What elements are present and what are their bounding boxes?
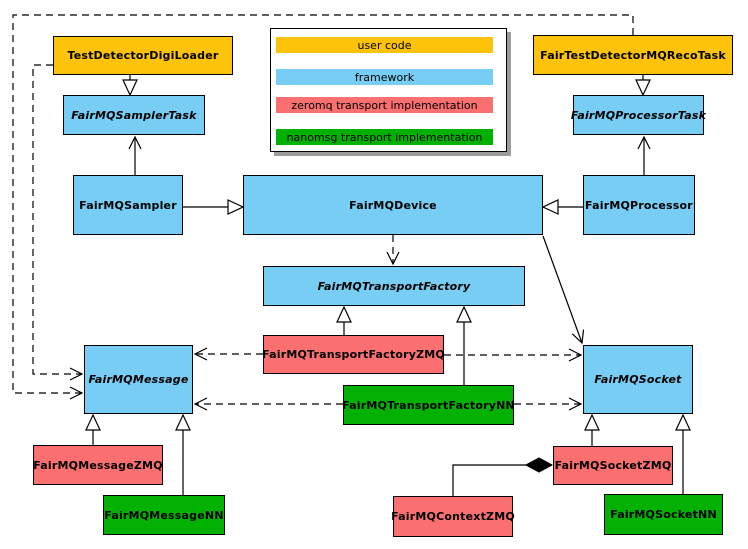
node-fair-mq-transport-factory-nn: FairMQTransportFactoryNN [342,385,515,425]
legend-item-zeromq: zeromq transport implementation [276,97,493,113]
legend-item-user-code: user code [276,37,493,53]
legend: user code framework zeromq transport imp… [270,28,507,152]
node-fair-mq-processor-task: FairMQProcessorTask [571,95,706,135]
node-fair-mq-device: FairMQDevice [243,175,543,235]
node-fair-mq-sampler-task: FairMQSamplerTask [63,95,205,135]
legend-item-framework: framework [276,69,493,85]
node-fair-mq-socket: FairMQSocket [583,345,693,414]
node-fair-mq-transport-factory: FairMQTransportFactory [263,266,525,306]
node-fair-mq-socket-nn: FairMQSocketNN [604,494,723,535]
node-fair-mq-message-nn: FairMQMessageNN [103,495,225,535]
node-fair-mq-transport-factory-zmq: FairMQTransportFactoryZMQ [262,335,445,374]
node-fair-mq-context-zmq: FairMQContextZMQ [391,496,515,537]
node-fair-mq-processor: FairMQProcessor [583,175,695,235]
node-fair-mq-message: FairMQMessage [84,345,193,414]
edge-contextzmq-composed-in-socketzmq [452,457,554,496]
edge-device-uses-socket [542,235,585,345]
node-fair-mq-message-zmq: FairMQMessageZMQ [33,445,163,485]
legend-item-nanomsg: nanomsg transport implementation [276,129,493,145]
node-test-detector-digi-loader: TestDetectorDigiLoader [53,36,233,75]
node-fair-mq-sampler: FairMQSampler [73,175,183,235]
node-fair-test-detector-mq-reco-task: FairTestDetectorMQRecoTask [533,35,733,75]
node-fair-mq-socket-zmq: FairMQSocketZMQ [553,446,673,485]
